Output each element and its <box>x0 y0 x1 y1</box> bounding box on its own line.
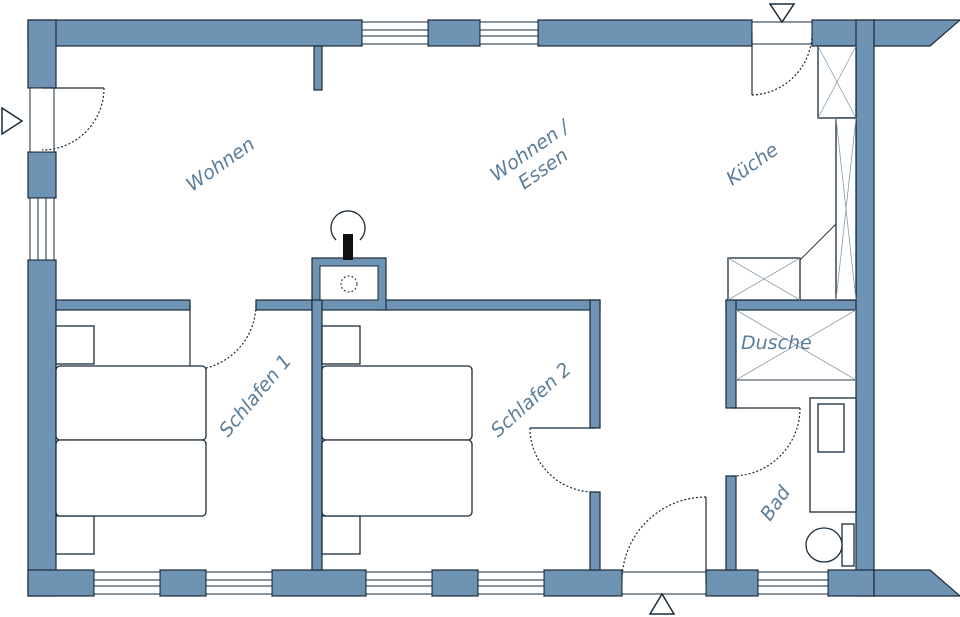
nightstand-2b <box>321 515 361 555</box>
wall-bath-top <box>725 299 857 311</box>
wall-bedroom1-top-left <box>55 299 191 311</box>
label-kueche: Küche <box>722 139 782 190</box>
wall-left-mid <box>27 151 57 199</box>
label-bad: Bad <box>756 481 796 524</box>
shower <box>735 309 857 381</box>
nightstand-1b <box>55 515 95 555</box>
bath-door <box>730 407 801 477</box>
wall-top-mid <box>427 19 481 47</box>
wall-bedroom2-top <box>383 299 601 311</box>
window-top-1 <box>361 21 429 45</box>
wall-bottom-6 <box>705 569 759 597</box>
kitchen-counters <box>727 45 857 301</box>
nightstand-1a <box>55 325 95 365</box>
entrance-door-left <box>29 87 105 153</box>
wall-top-extension <box>873 19 960 47</box>
chimney-icon <box>330 210 366 293</box>
windows <box>29 21 829 595</box>
entrance-arrow-bottom-icon <box>648 592 676 615</box>
window-bottom-5 <box>757 571 829 595</box>
bed-bedroom1 <box>55 325 207 555</box>
wall-bottom-2 <box>159 569 207 597</box>
doors <box>29 21 813 595</box>
interior-walls <box>55 45 857 571</box>
wall-bottom-1 <box>27 569 95 597</box>
wall-bath-left-top <box>725 299 737 409</box>
label-schlafen2: Schlafen 2 <box>487 358 576 441</box>
wall-left-bottom <box>27 259 57 597</box>
wall-top-right <box>537 19 753 47</box>
wall-top-left <box>27 19 363 47</box>
wall-bottom-4 <box>431 569 479 597</box>
bedroom2-door <box>529 427 596 493</box>
wall-bedroom2-right-bottom <box>589 491 601 571</box>
label-schlafen1: Schlafen 1 <box>215 350 296 441</box>
wall-bottom-3 <box>271 569 367 597</box>
washbasin-icon <box>809 397 857 513</box>
label-dusche: Dusche <box>741 332 812 354</box>
window-bottom-4 <box>477 571 545 595</box>
window-left <box>29 197 55 261</box>
entrance-arrow-top-icon <box>768 3 796 24</box>
wall-bath-left-bottom <box>725 475 737 571</box>
bedroom1-door <box>189 304 257 371</box>
wall-bedroom1-top-right <box>255 299 317 311</box>
entrance-arrow-left-icon <box>1 106 24 136</box>
window-top-2 <box>479 21 539 45</box>
wall-bottom-7 <box>827 569 875 597</box>
label-wohnen: Wohnen <box>182 133 259 196</box>
window-bottom-2 <box>205 571 273 595</box>
window-bottom-1 <box>93 571 161 595</box>
mattress-2b <box>321 439 473 517</box>
wall-left-top <box>27 19 57 89</box>
exterior-walls <box>27 19 960 597</box>
kitchen-door-top <box>751 21 813 96</box>
mattress-1b <box>55 439 207 517</box>
bed-bedroom2 <box>321 325 473 555</box>
nightstand-2a <box>321 325 361 365</box>
wall-bottom-5 <box>543 569 623 597</box>
wall-right <box>855 19 875 597</box>
stove-pipe <box>343 234 353 260</box>
toilet-icon <box>805 523 855 567</box>
mattress-2a <box>321 365 473 441</box>
window-bottom-3 <box>365 571 433 595</box>
mattress-1a <box>55 365 207 441</box>
wall-between-bedrooms <box>311 299 323 571</box>
wall-bedroom2-right-top <box>589 299 601 429</box>
entrance-door-bottom <box>621 496 707 595</box>
wall-stub-top <box>313 45 323 91</box>
wall-bottom-extension <box>873 569 960 597</box>
